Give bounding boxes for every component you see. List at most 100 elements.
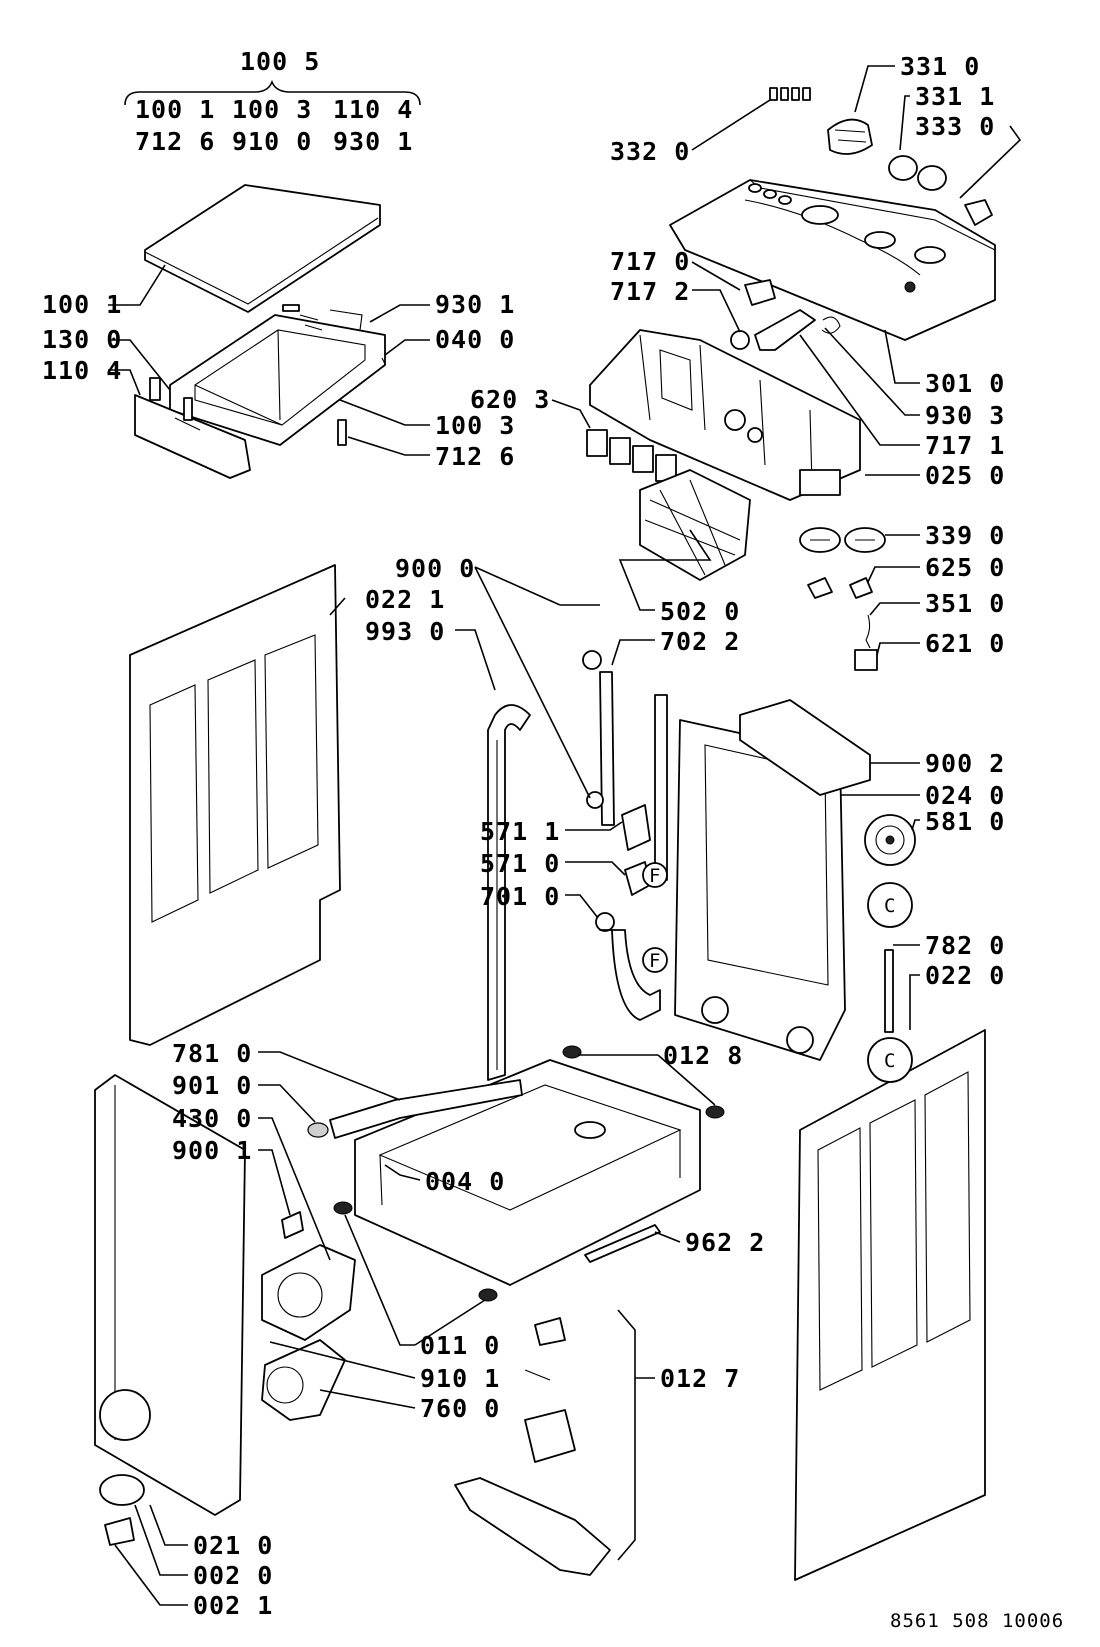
part-label-701-0: 701 0 xyxy=(480,882,560,911)
group-title: 100 5 xyxy=(240,47,320,76)
part-label-430-0: 430 0 xyxy=(172,1104,252,1133)
part-label-910-1: 910 1 xyxy=(420,1364,500,1393)
part-label-333-0: 333 0 xyxy=(915,112,995,141)
part-labels: 331 0 331 1 333 0 332 0 717 0 717 2 100 … xyxy=(42,52,1005,1620)
group-item-930-1: 930 1 xyxy=(333,127,413,156)
connector-parts xyxy=(586,429,677,482)
part-label-900-0: 900 0 xyxy=(395,554,475,583)
part-label-900-1: 900 1 xyxy=(172,1136,252,1165)
part-label-002-1: 002 1 xyxy=(193,1591,273,1620)
part-label-301-0: 301 0 xyxy=(925,369,1005,398)
part-label-625-0: 625 0 xyxy=(925,553,1005,582)
part-label-571-0: 571 0 xyxy=(480,849,560,878)
part-label-012-7: 012 7 xyxy=(660,1364,740,1393)
connector-f-upper: F xyxy=(649,865,661,887)
part-label-571-1: 571 1 xyxy=(480,817,560,846)
part-label-331-1: 331 1 xyxy=(915,82,995,111)
filter-part xyxy=(261,1339,346,1421)
part-label-025-0: 025 0 xyxy=(925,461,1005,490)
top-lid-part xyxy=(144,184,381,313)
part-label-022-1: 022 1 xyxy=(365,585,445,614)
part-label-021-0: 021 0 xyxy=(193,1531,273,1560)
connector-f-lower: F xyxy=(649,950,661,972)
left-side-panel-part xyxy=(129,564,341,1046)
part-label-581-0: 581 0 xyxy=(925,807,1005,836)
part-label-332-0: 332 0 xyxy=(610,137,690,166)
part-label-100-3: 100 3 xyxy=(435,411,515,440)
connector-c-upper: C xyxy=(884,895,896,917)
part-label-760-0: 760 0 xyxy=(420,1394,500,1423)
part-label-040-0: 040 0 xyxy=(435,325,515,354)
part-label-717-0: 717 0 xyxy=(610,247,690,276)
part-label-717-1: 717 1 xyxy=(925,431,1005,460)
part-label-024-0: 024 0 xyxy=(925,781,1005,810)
pump-kit-parts xyxy=(454,1317,611,1576)
cap-parts xyxy=(99,1474,145,1546)
part-label-110-4: 110 4 xyxy=(42,356,122,385)
control-module-part xyxy=(639,469,751,581)
knob-parts xyxy=(769,87,993,226)
motor-part xyxy=(864,814,916,866)
part-label-351-0: 351 0 xyxy=(925,589,1005,618)
part-label-712-6: 712 6 xyxy=(435,442,515,471)
group-item-110-4: 110 4 xyxy=(333,95,413,124)
control-panel-part xyxy=(669,179,996,341)
hose-701-part xyxy=(595,912,661,1021)
part-label-100-1: 100 1 xyxy=(42,290,122,319)
group-item-712-6: 712 6 xyxy=(135,127,215,156)
small-parts-right xyxy=(799,527,886,671)
hose-781-part xyxy=(307,1079,523,1139)
part-label-930-1: 930 1 xyxy=(435,290,515,319)
pipe-part xyxy=(654,694,668,881)
drawing-number: 8561 508 10006 xyxy=(890,1610,1064,1632)
group-item-100-3: 100 3 xyxy=(232,95,312,124)
connector-c-lower: C xyxy=(884,1050,896,1072)
part-label-717-2: 717 2 xyxy=(610,277,690,306)
right-side-panel-part xyxy=(794,1029,986,1581)
inlet-hose-part xyxy=(582,650,615,826)
part-label-502-0: 502 0 xyxy=(660,597,740,626)
connector-f-lower-circle xyxy=(642,947,668,973)
leader-lines xyxy=(108,65,1022,1606)
part-label-130-0: 130 0 xyxy=(42,325,122,354)
part-label-331-0: 331 0 xyxy=(900,52,980,81)
front-trim-part xyxy=(134,394,251,479)
part-label-702-2: 702 2 xyxy=(660,627,740,656)
group-item-910-0: 910 0 xyxy=(232,127,312,156)
connector-f-upper-circle xyxy=(642,862,668,888)
rear-panel-part xyxy=(674,719,846,1061)
part-label-962-2: 962 2 xyxy=(685,1228,765,1257)
drain-hose-part xyxy=(487,704,531,1081)
hinge-parts xyxy=(149,309,386,446)
group-item-100-1: 100 1 xyxy=(135,95,215,124)
rod-part xyxy=(884,949,894,1033)
group-brace xyxy=(124,79,421,106)
part-label-900-2: 900 2 xyxy=(925,749,1005,778)
part-label-901-0: 901 0 xyxy=(172,1071,252,1100)
connector-c-upper-circle xyxy=(867,882,913,928)
connector-c-lower-circle xyxy=(867,1037,913,1083)
part-label-930-3: 930 3 xyxy=(925,401,1005,430)
part-label-621-0: 621 0 xyxy=(925,629,1005,658)
part-label-781-0: 781 0 xyxy=(172,1039,252,1068)
lid-hinge-part xyxy=(282,304,300,312)
part-label-620-3: 620 3 xyxy=(470,385,550,414)
top-bracket-part xyxy=(739,699,871,796)
connector-marks: F F C C xyxy=(642,862,913,1083)
part-label-011-0: 011 0 xyxy=(420,1331,500,1360)
part-label-782-0: 782 0 xyxy=(925,931,1005,960)
part-label-012-8: 012 8 xyxy=(663,1041,743,1070)
front-panel-part xyxy=(94,1074,246,1516)
part-label-004-0: 004 0 xyxy=(425,1167,505,1196)
bracket-962-part xyxy=(584,1224,661,1263)
part-label-339-0: 339 0 xyxy=(925,521,1005,550)
part-drawings xyxy=(94,87,996,1581)
part-label-993-0: 993 0 xyxy=(365,617,445,646)
group-header: 100 5 100 1 100 3 110 4 712 6 910 0 930 … xyxy=(124,47,421,156)
dispenser-housing-part xyxy=(589,329,861,501)
foot-parts xyxy=(333,1045,725,1302)
part-label-022-0: 022 0 xyxy=(925,961,1005,990)
valve-parts xyxy=(621,804,651,896)
base-frame-part xyxy=(354,1059,701,1286)
